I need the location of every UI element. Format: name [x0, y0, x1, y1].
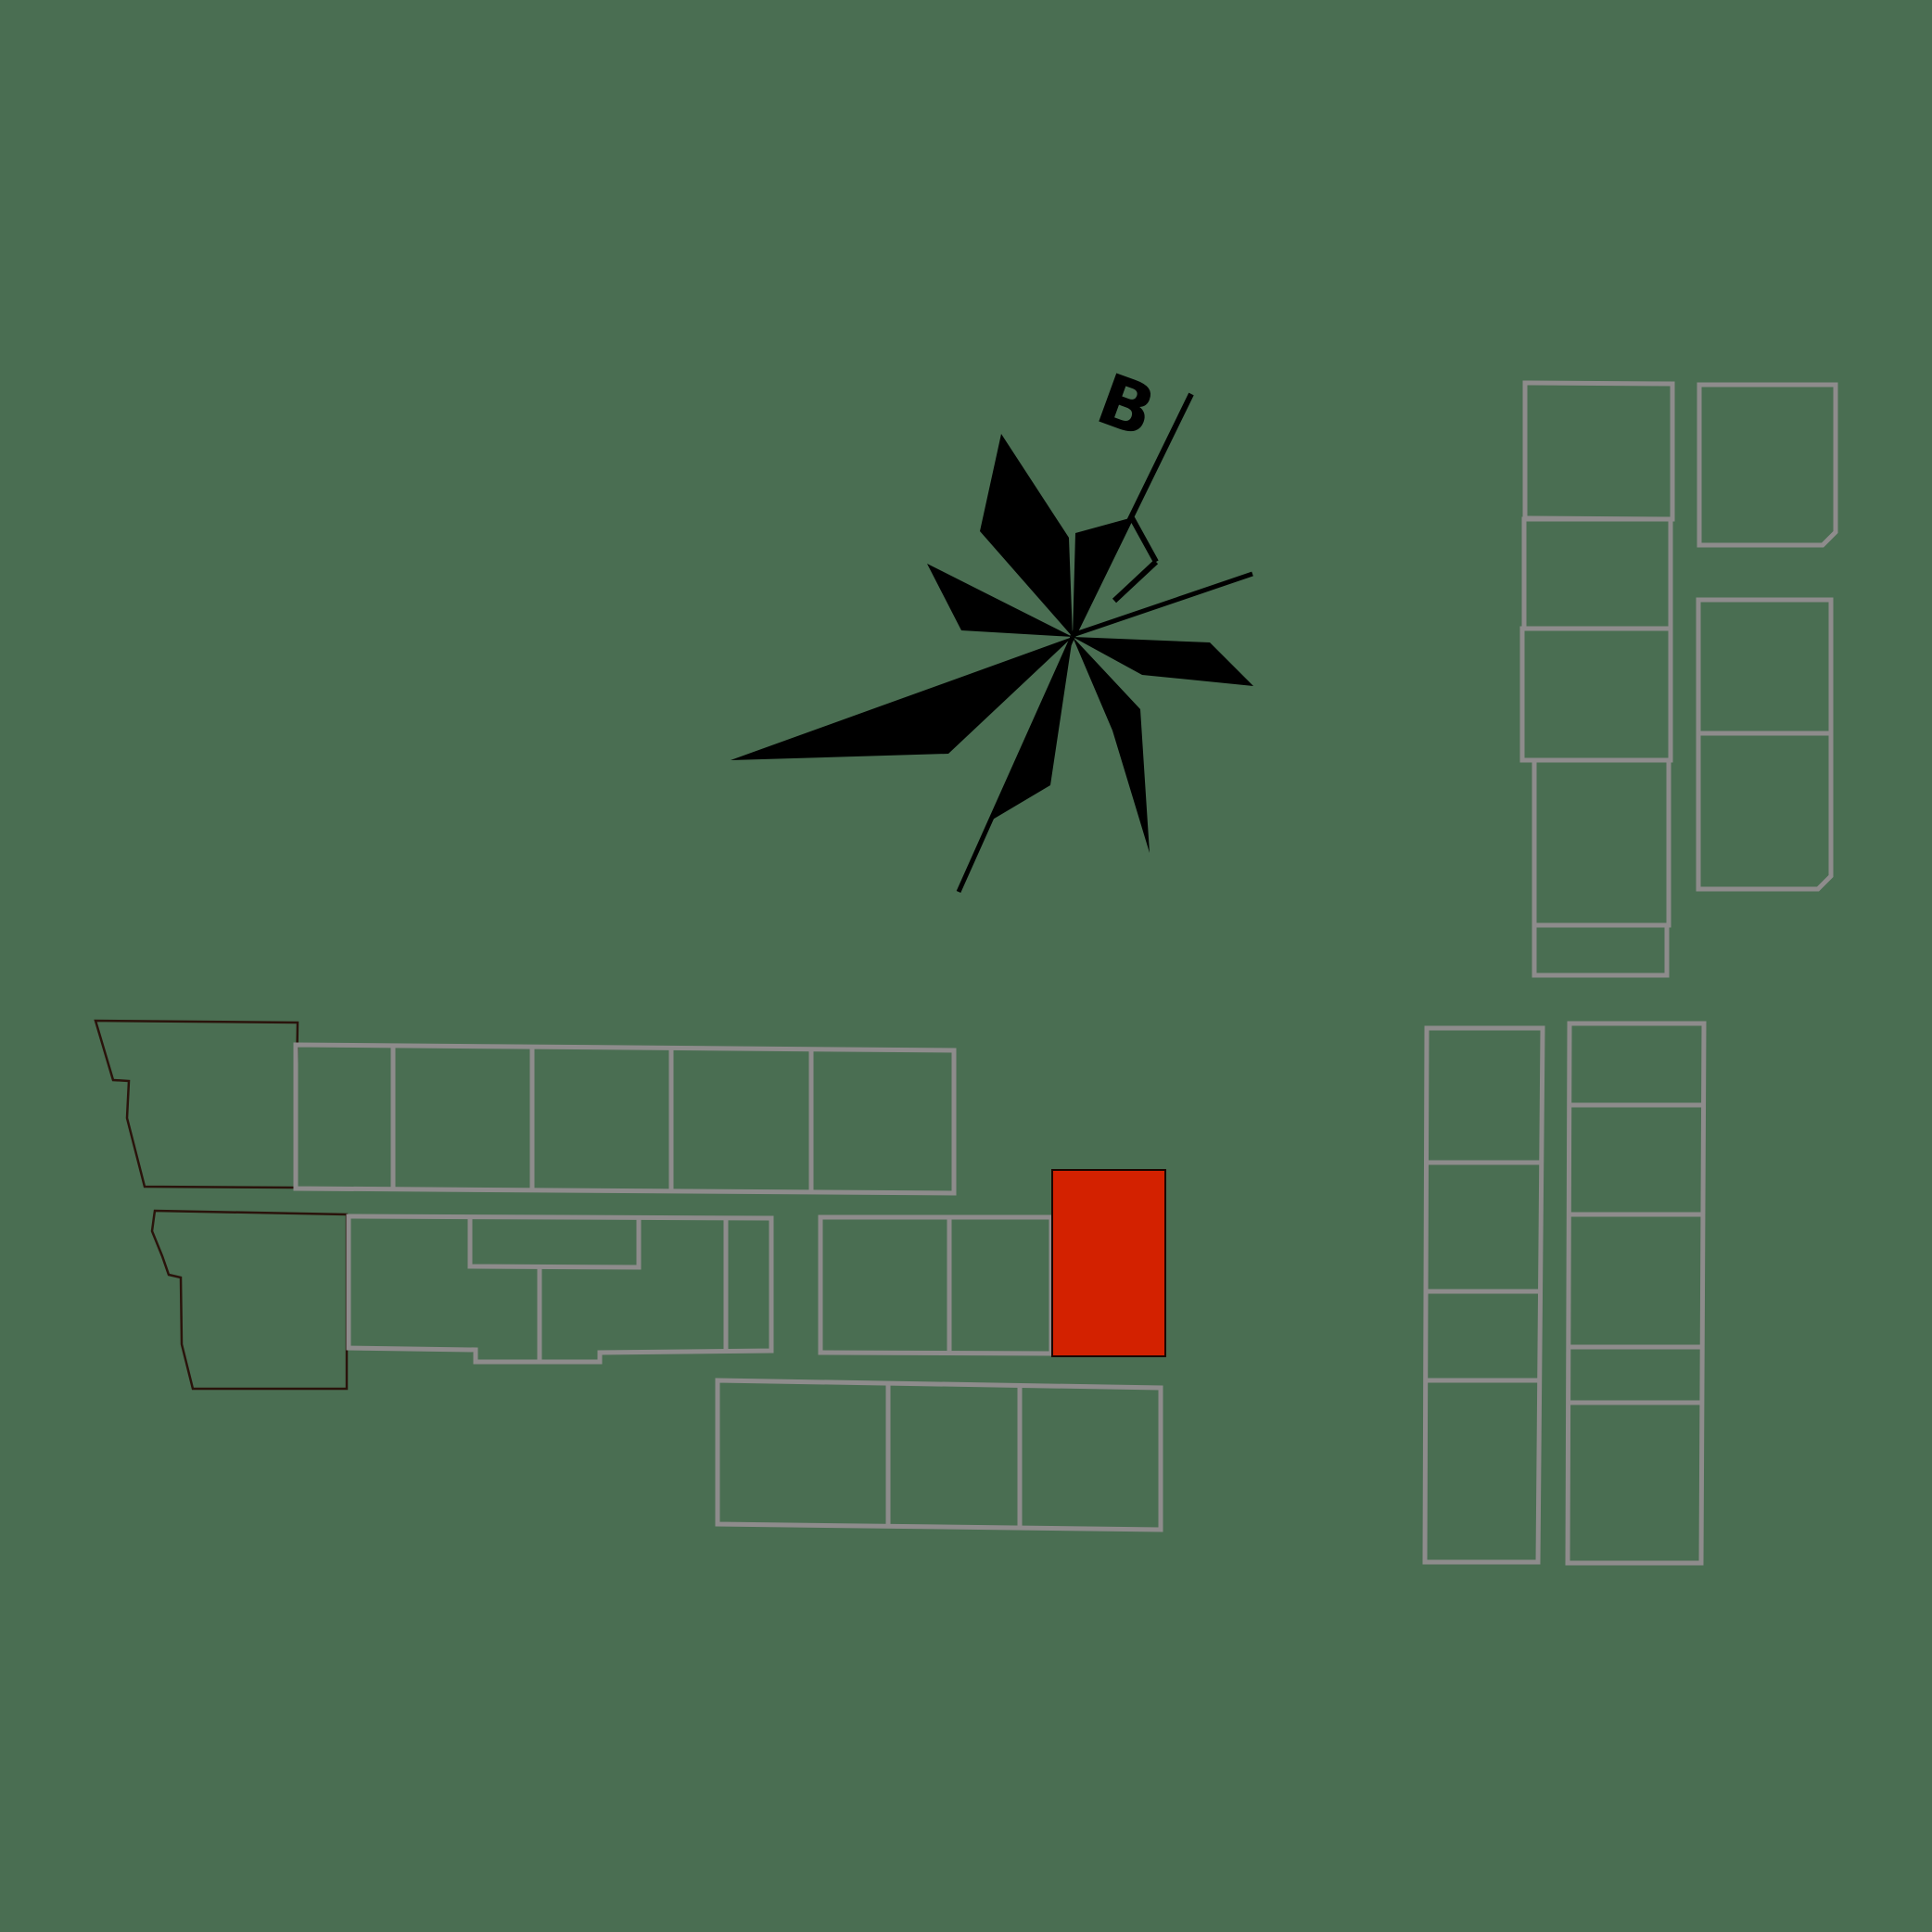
highlighted-unit[interactable]	[1051, 1169, 1166, 1357]
ne-left-unit-3[interactable]	[1519, 626, 1673, 763]
ne-left-unit-5[interactable]	[1532, 922, 1670, 978]
compass-ray-south-southwest	[956, 635, 1075, 894]
compass-ray-east-northeast	[1072, 571, 1253, 638]
compass-needle-line	[1070, 392, 1194, 639]
ne-left-unit-4[interactable]	[1532, 757, 1671, 928]
east-right-column-outline[interactable]	[1565, 1021, 1707, 1566]
central-top-row-outline[interactable]	[293, 1042, 957, 1196]
east-left-column-outline[interactable]	[1422, 1025, 1545, 1565]
compass-blade-north	[980, 434, 1073, 637]
compass-flag-segment-1	[1128, 515, 1159, 564]
ne-right-unit-2[interactable]	[1696, 597, 1834, 892]
ne-left-unit-1[interactable]	[1522, 380, 1675, 522]
compass-blade-west-northwest	[927, 564, 1073, 637]
compass-blade-southeast	[1073, 637, 1150, 853]
boundary-parcel-south	[150, 1209, 349, 1391]
site-plan-shapes	[94, 380, 1838, 1566]
compass-blade-west	[731, 637, 1073, 760]
central-bottom-row-outline[interactable]	[715, 1378, 1163, 1532]
central-mid-left-outline[interactable]	[346, 1214, 774, 1365]
ne-right-unit-1[interactable]	[1697, 382, 1838, 548]
compass-north-label: B	[1087, 357, 1166, 452]
boundary-parcel-north	[94, 1019, 299, 1189]
central-mid-left-notch	[467, 1217, 642, 1270]
ne-left-unit-2[interactable]	[1521, 516, 1673, 631]
compass-flag-segment-2	[1112, 559, 1159, 604]
central-mid-right-outline[interactable]	[818, 1214, 1054, 1356]
compass-blade-east	[1073, 637, 1253, 686]
